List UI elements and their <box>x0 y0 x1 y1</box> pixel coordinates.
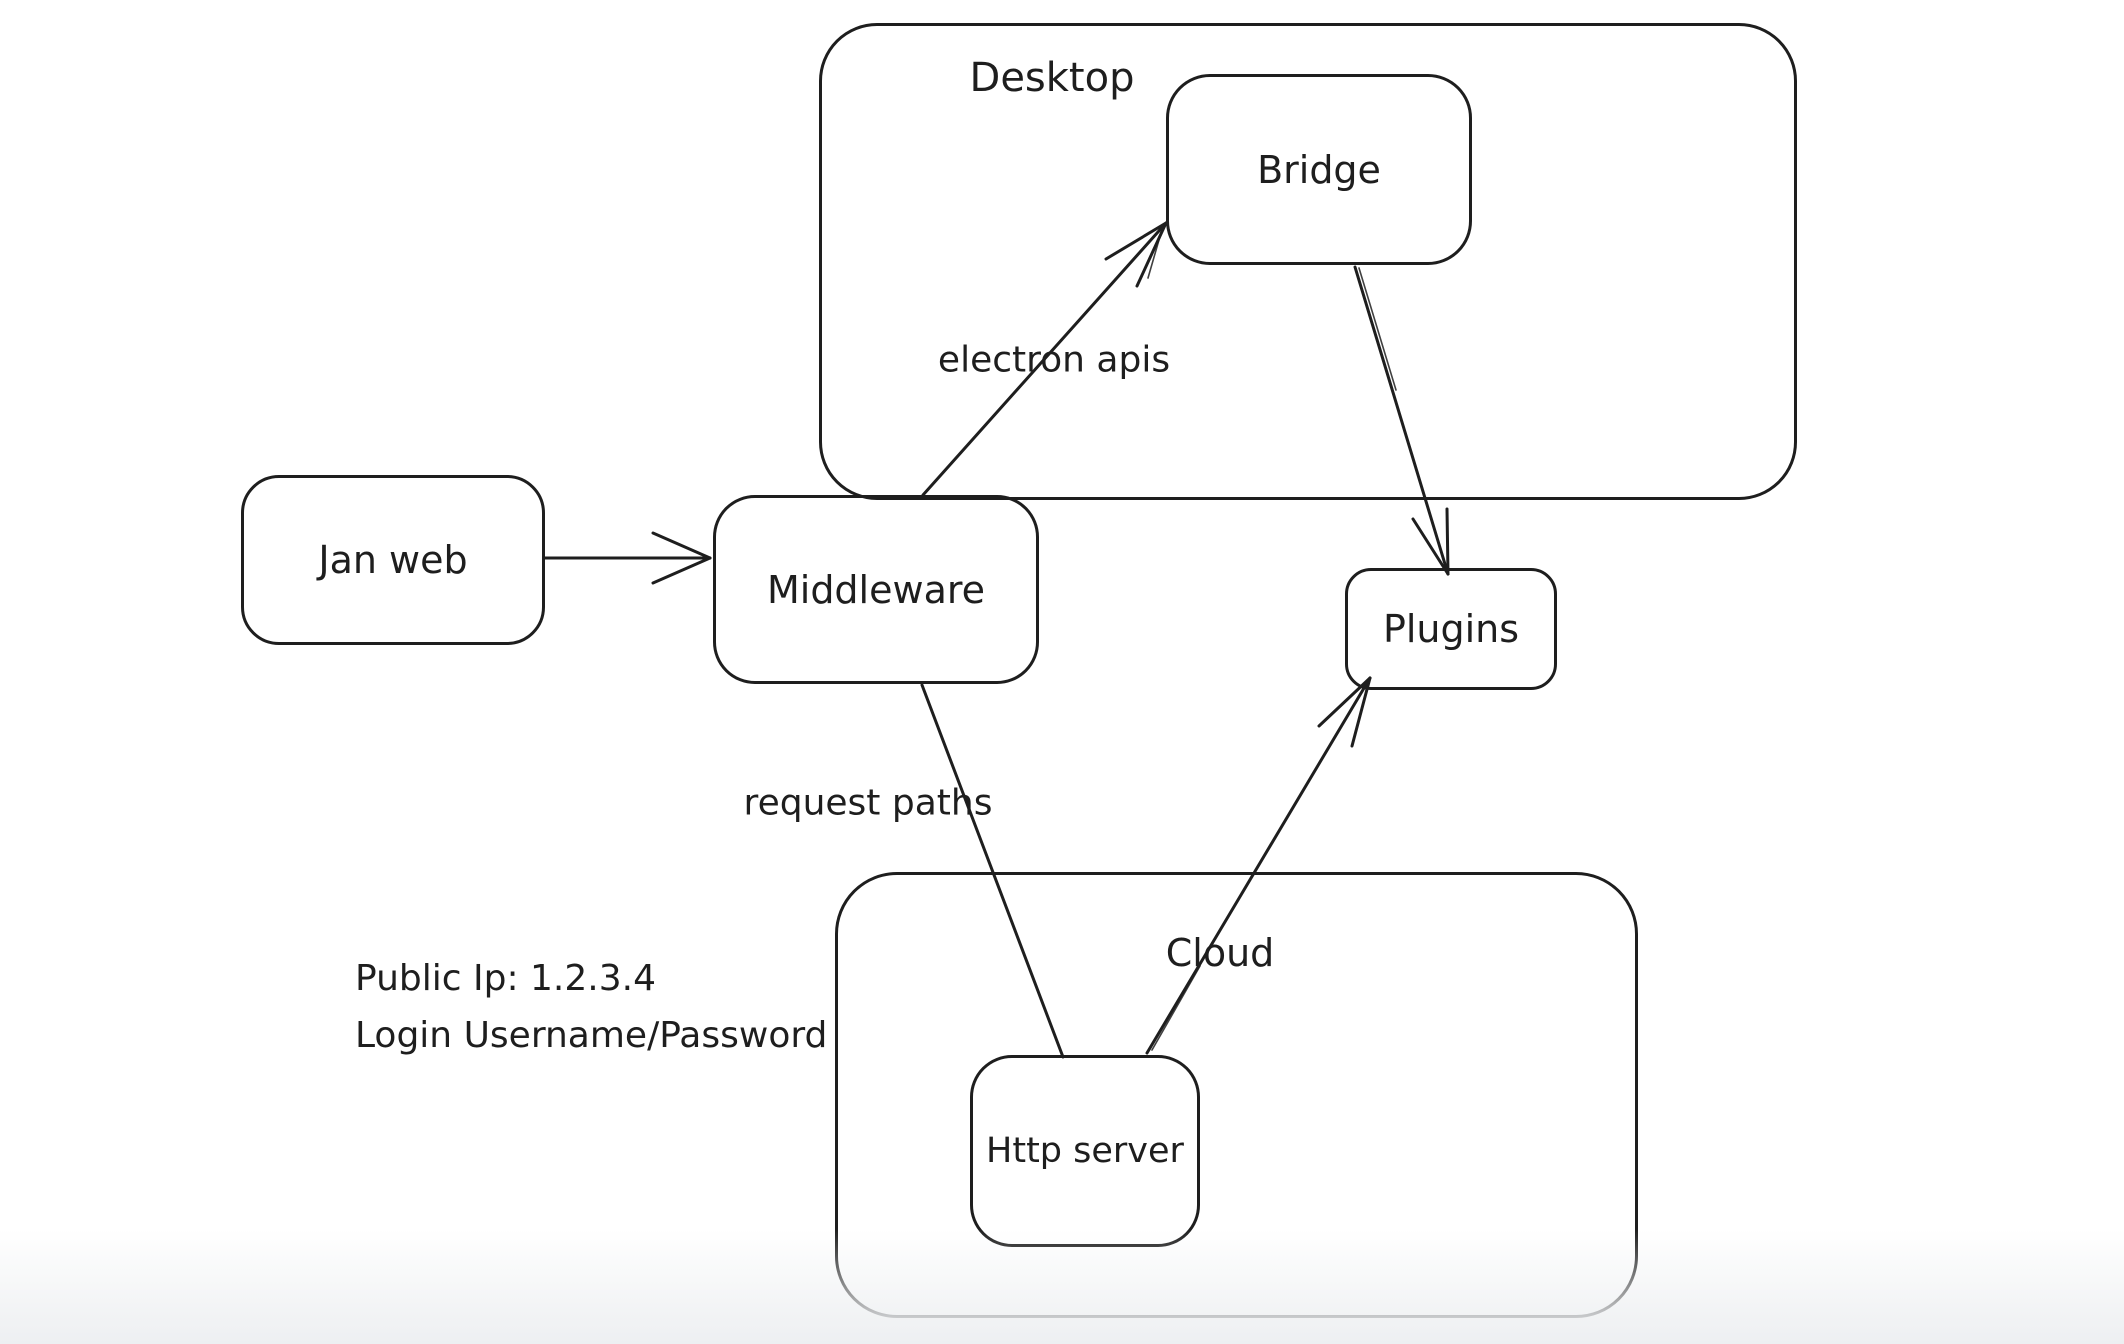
arrow-httpserver-to-plugins[interactable] <box>1145 676 1372 1055</box>
node-middleware-label: Middleware <box>766 567 986 612</box>
arrow-janweb-to-middleware[interactable] <box>543 531 712 585</box>
node-bridge-label: Bridge <box>1257 147 1381 192</box>
edge-label-request-paths[interactable]: request paths <box>743 782 993 824</box>
edge-label-electron-apis[interactable]: electron apis <box>937 339 1171 381</box>
node-http-server-label: Http server <box>986 1131 1184 1171</box>
arrow-middleware-to-bridge[interactable] <box>921 221 1168 497</box>
node-plugins-label: Plugins <box>1382 607 1520 651</box>
node-plugins[interactable]: Plugins <box>1345 568 1557 690</box>
node-jan-web-label: Jan web <box>318 538 468 582</box>
arrow-bridge-to-plugins[interactable] <box>1353 265 1450 576</box>
line-middleware-to-httpserver[interactable] <box>920 683 1065 1059</box>
node-jan-web[interactable]: Jan web <box>241 475 545 645</box>
annotation-note[interactable]: Public Ip: 1.2.3.4 Login Username/Passwo… <box>355 950 827 1064</box>
annotation-line-public-ip: Public Ip: 1.2.3.4 <box>355 958 656 999</box>
node-http-server[interactable]: Http server <box>970 1055 1200 1247</box>
node-bridge[interactable]: Bridge <box>1166 74 1472 265</box>
desktop-container-box[interactable] <box>819 23 1797 500</box>
desktop-container-title[interactable]: Desktop <box>969 55 1135 101</box>
annotation-line-login: Login Username/Password <box>355 1015 828 1056</box>
node-middleware[interactable]: Middleware <box>713 495 1039 684</box>
cloud-container-title[interactable]: Cloud <box>1165 931 1275 975</box>
